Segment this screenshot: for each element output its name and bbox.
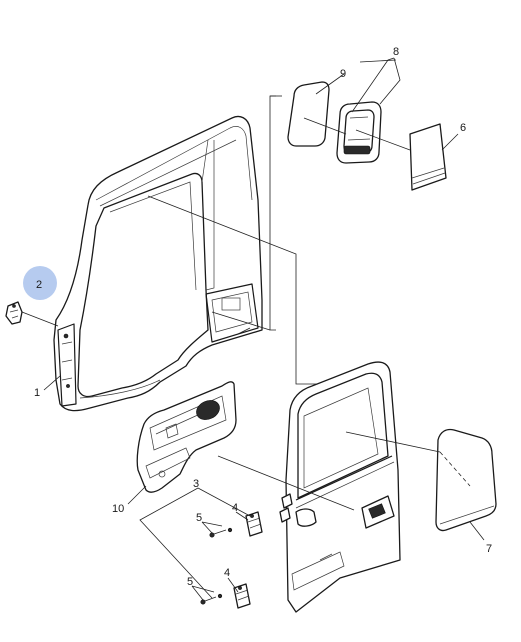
cab-side-frame (53, 115, 263, 412)
callout-label: 5 (187, 576, 193, 588)
leader-lines (21, 57, 485, 601)
assembly-lines (147, 95, 471, 511)
callout-label: 6 (460, 122, 466, 134)
door-assembly (285, 361, 401, 613)
callout-label: 2 (36, 279, 42, 291)
window-glass (409, 123, 447, 191)
callout-label: 4 (224, 567, 230, 579)
callout-highlight (23, 266, 57, 300)
small-window-pane (287, 81, 330, 147)
callout-label: 8 (393, 46, 399, 58)
bracket-part (5, 301, 23, 325)
callout-label: 7 (486, 543, 492, 555)
callout-label: 3 (193, 478, 199, 490)
callout-label: 9 (340, 68, 346, 80)
hinge-upper (245, 511, 263, 537)
callout-label: 5 (196, 512, 202, 524)
callout-label: 10 (112, 503, 124, 515)
callout-label: 1 (34, 387, 40, 399)
callouts: 1 2 3 4 4 5 5 6 7 8 9 10 (34, 46, 492, 588)
callout-label: 4 (232, 502, 238, 514)
window-frame (336, 101, 382, 164)
fastener-lower (200, 593, 223, 605)
door-hinge-mounts (279, 493, 293, 523)
fastener-upper (209, 527, 233, 538)
hinge-lower (233, 583, 251, 609)
door-trim-panel (136, 381, 237, 493)
door-glass (435, 428, 497, 532)
